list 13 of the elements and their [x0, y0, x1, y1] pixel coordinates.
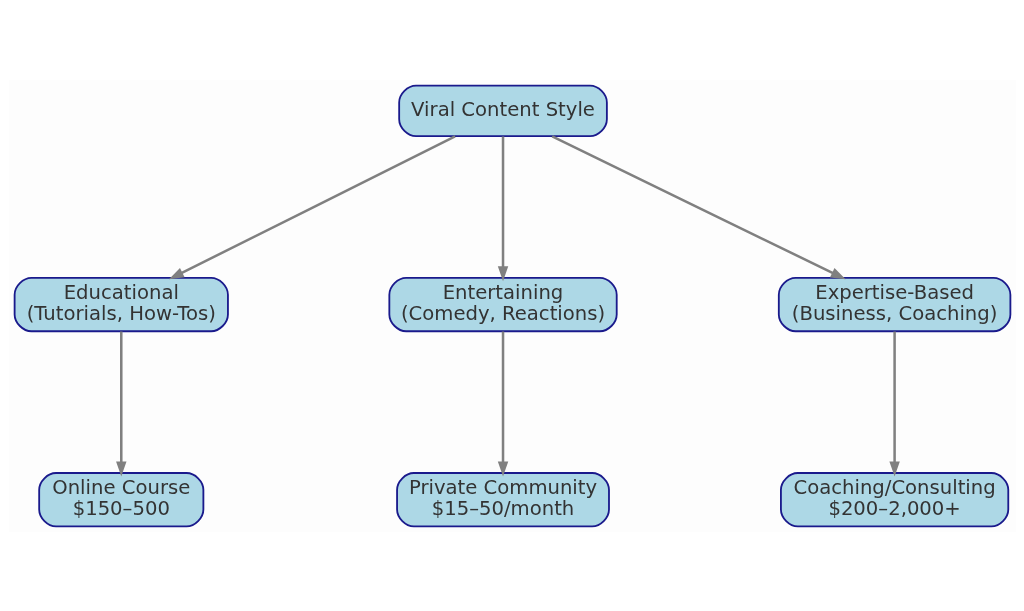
node-box: Coaching/Consulting $200–2,000+: [779, 471, 1009, 527]
node-box: Viral Content Style: [397, 84, 608, 137]
arrow: [168, 134, 456, 279]
arrow: [551, 134, 846, 279]
arrow: [497, 136, 508, 281]
node-box: Private Community $15–50/month: [395, 471, 610, 527]
node-box: Expertise-Based (Business, Coaching): [777, 276, 1011, 332]
node-box: Educational (Tutorials, How-Tos): [13, 276, 229, 332]
arrow: [115, 331, 126, 476]
arrow: [888, 331, 900, 476]
arrow: [497, 331, 508, 476]
node-box: Entertaining (Comedy, Reactions): [387, 276, 618, 332]
node-box: Online Course $150–500: [37, 471, 204, 527]
